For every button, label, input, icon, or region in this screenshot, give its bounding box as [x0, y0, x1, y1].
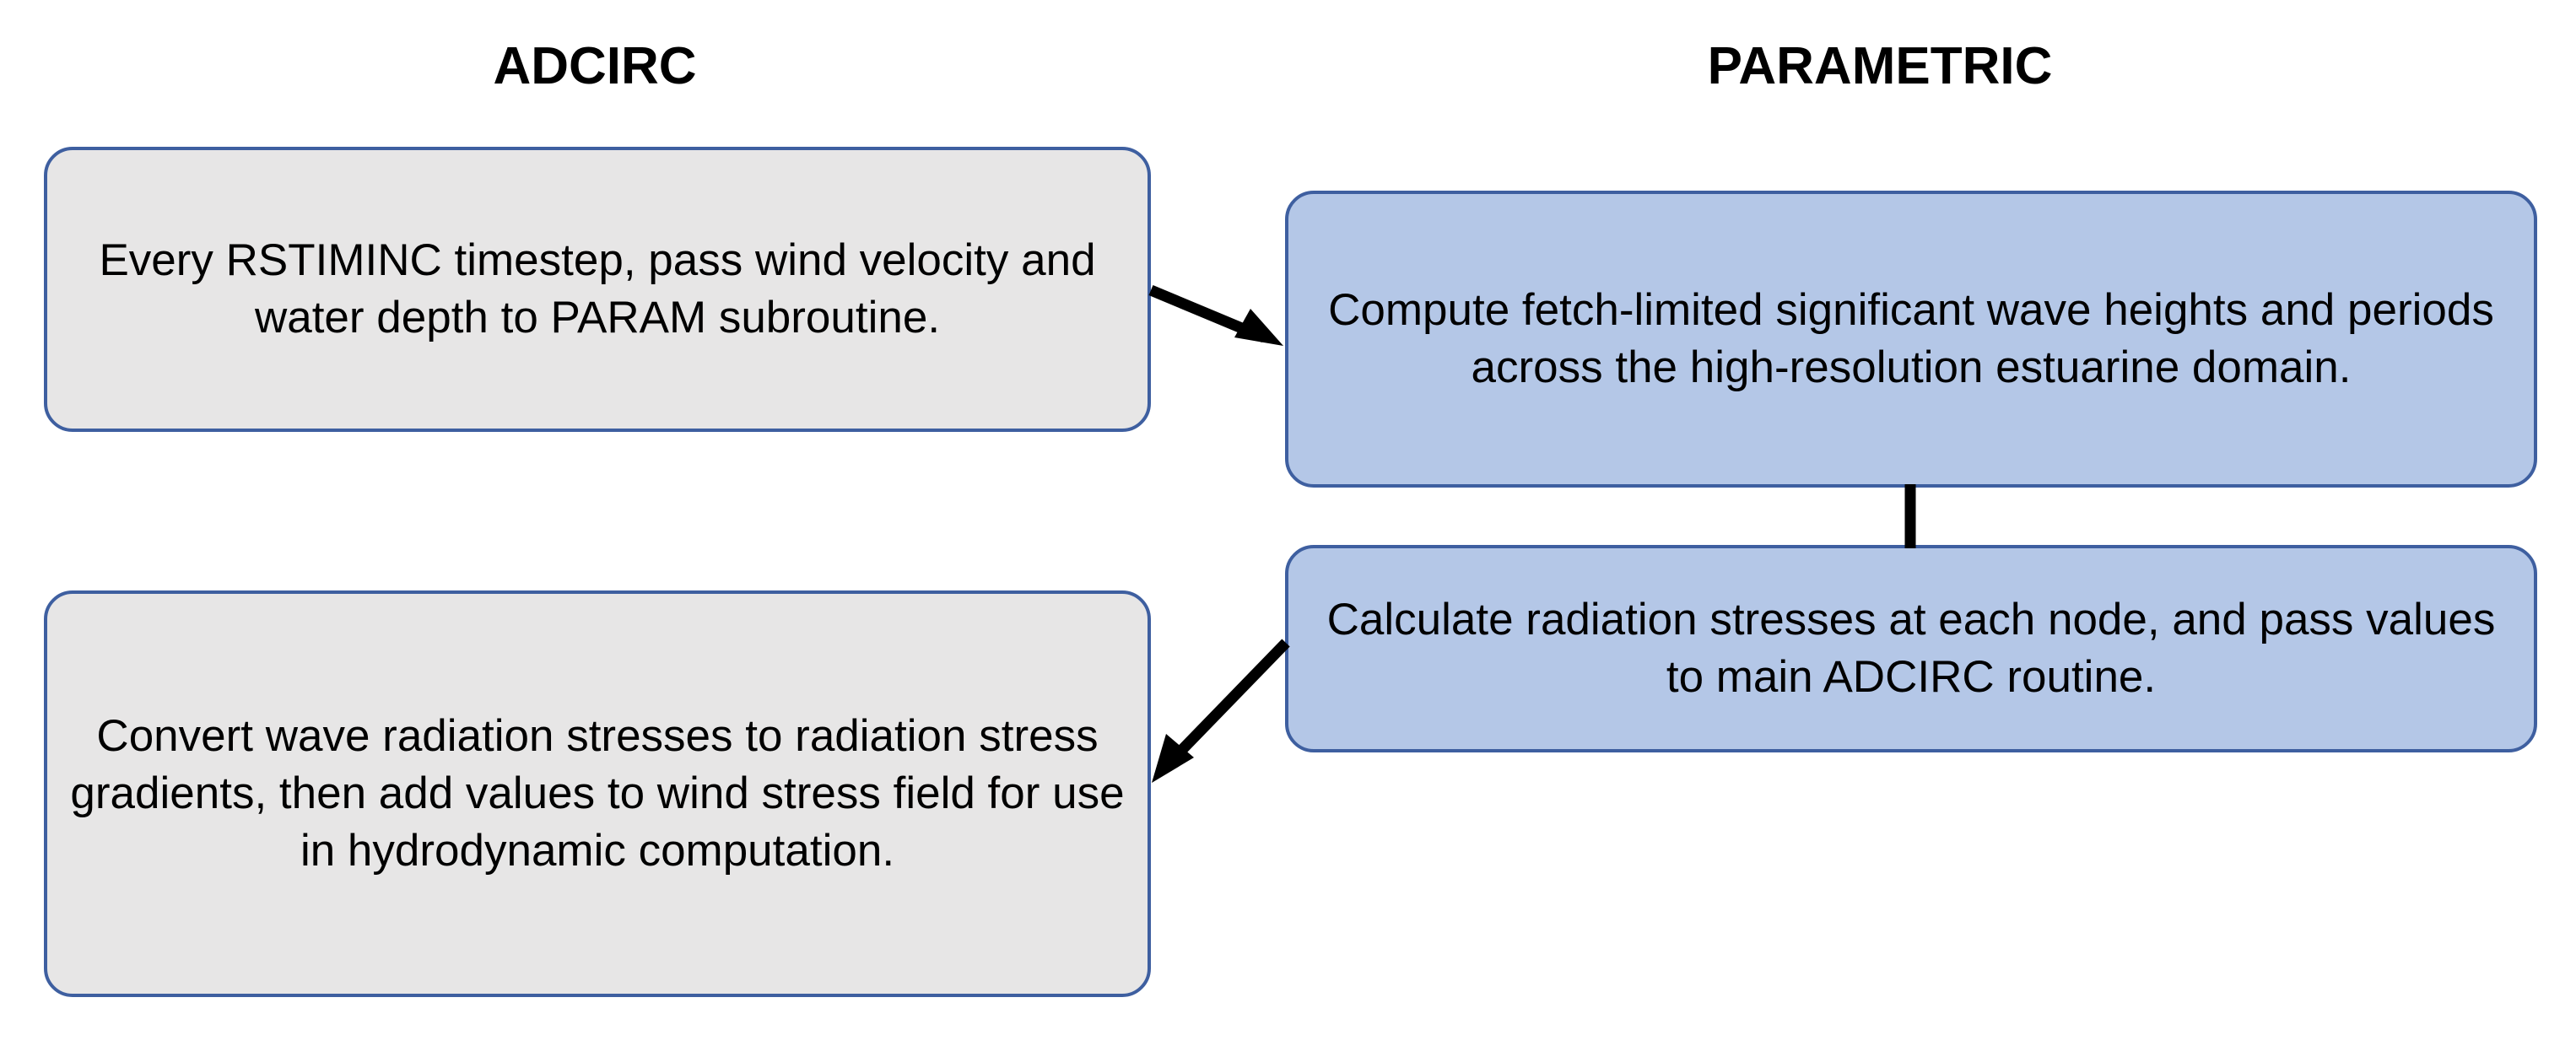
node-param-compute-label: Compute fetch-limited significant wave h… [1328, 285, 2494, 392]
node-param-calculate-label: Calculate radiation stresses at each nod… [1326, 595, 2496, 702]
node-adcirc-convert[interactable]: Convert wave radiation stresses to radia… [44, 590, 1151, 997]
column-title-parametric: PARAMETRIC [1707, 37, 2053, 95]
connector-calculate-to-convert-arrowhead [1152, 734, 1194, 783]
node-adcirc-convert-label: Convert wave radiation stresses to radia… [70, 711, 1125, 876]
connector-calculate-to-convert-line [1170, 639, 1290, 762]
node-param-compute[interactable]: Compute fetch-limited significant wave h… [1285, 191, 2537, 488]
connector-pass-to-compute-arrowhead [1234, 309, 1283, 346]
connector-pass-to-compute-line [1148, 285, 1266, 342]
connector-pass-to-compute [1148, 285, 1283, 346]
connector-calculate-to-convert [1152, 639, 1290, 783]
node-adcirc-pass[interactable]: Every RSTIMINC timestep, pass wind veloc… [44, 147, 1151, 432]
node-adcirc-pass-label: Every RSTIMINC timestep, pass wind veloc… [99, 235, 1096, 342]
node-param-calculate[interactable]: Calculate radiation stresses at each nod… [1285, 545, 2537, 752]
column-title-adcirc: ADCIRC [493, 37, 697, 95]
